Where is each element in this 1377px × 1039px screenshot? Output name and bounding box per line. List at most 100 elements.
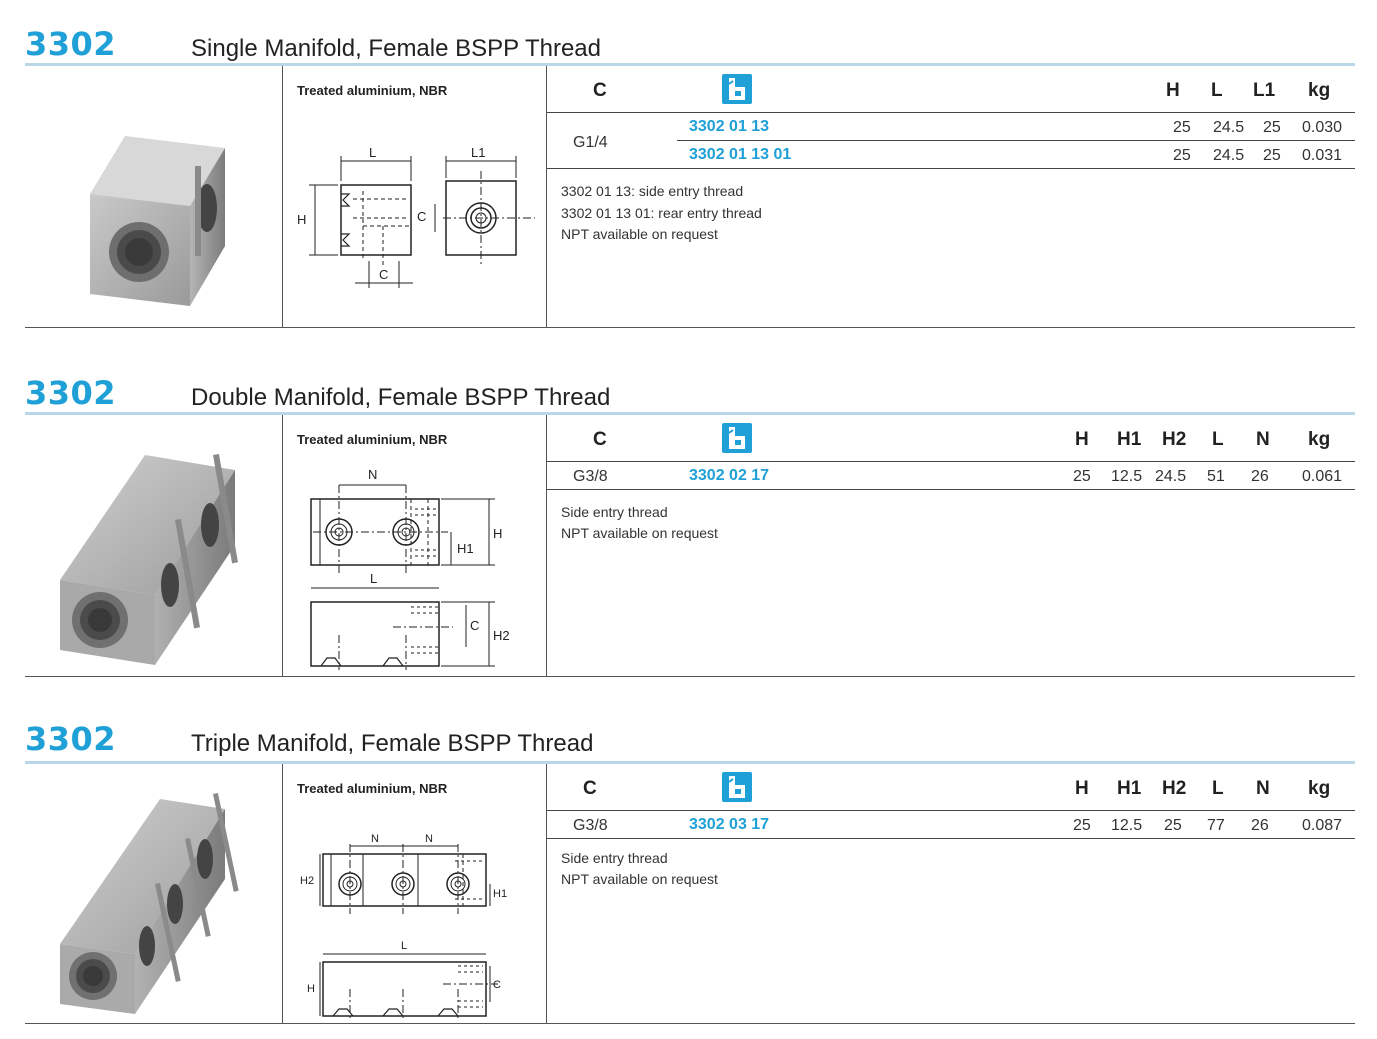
col-header-h: H <box>1075 429 1089 450</box>
dim-label-n: N <box>368 467 377 482</box>
dim-label-c: C <box>493 979 501 991</box>
section-body: Treated aluminium, NBR <box>25 415 1355 677</box>
col-header-h1: H1 <box>1117 778 1142 799</box>
spec-table: C H H1 H2 L N kg G3/8 3302 03 17 25 12.5… <box>547 764 1355 1023</box>
table-header: C H H1 H2 L N kg <box>547 764 1355 811</box>
drawing-cell: Treated aluminium, NBR <box>283 66 547 327</box>
product-title: Double Manifold, Female BSPP Thread <box>191 384 611 411</box>
cell-l: 77 <box>1207 817 1225 834</box>
col-header-c: C <box>593 80 607 101</box>
row-rule <box>547 489 1355 490</box>
section-header: 3302 Triple Manifold, Female BSPP Thread <box>25 720 1355 758</box>
section-body: Treated aluminium, NBR <box>25 66 1355 328</box>
note-line: NPT available on request <box>561 226 718 242</box>
part-number-link[interactable]: 3302 01 13 01 <box>689 146 792 163</box>
dim-label-h2: H2 <box>493 628 510 643</box>
product-photo <box>60 792 239 1014</box>
col-header-l1: L1 <box>1253 80 1276 101</box>
section-header: 3302 Single Manifold, Female BSPP Thread <box>25 25 1355 63</box>
table-header: C H H1 H2 L N kg <box>547 415 1355 462</box>
dimension-drawing: N H H1 L C H2 <box>310 467 510 670</box>
product-code: 3302 <box>25 25 117 63</box>
note-line: NPT available on request <box>561 871 718 887</box>
col-header-kg: kg <box>1308 80 1331 101</box>
dim-label-c: C <box>470 618 479 633</box>
table-row[interactable]: 3302 01 13 25 24.5 25 0.030 <box>677 113 1355 141</box>
row-rule <box>547 168 1355 169</box>
section-body: Treated aluminium, NBR <box>25 764 1355 1024</box>
part-number-link[interactable]: 3302 01 13 <box>689 118 770 135</box>
product-title: Single Manifold, Female BSPP Thread <box>191 35 602 62</box>
cell-h1: 12.5 <box>1111 468 1143 485</box>
drawing-cell: Treated aluminium, NBR <box>283 764 547 1023</box>
table-row[interactable]: 3302 01 13 01 25 24.5 25 0.031 <box>547 141 1355 169</box>
row-rule <box>547 838 1355 839</box>
table-row[interactable]: 3302 03 17 25 12.5 25 77 26 0.087 <box>547 811 1355 839</box>
dim-label-h1: H1 <box>493 888 507 900</box>
section-header: 3302 Double Manifold, Female BSPP Thread <box>25 374 1355 412</box>
thread-size: G1/4 <box>573 134 608 151</box>
cell-l: 24.5 <box>1213 119 1245 136</box>
dimension-drawing: N N H2 H1 L H C <box>300 833 507 1020</box>
cell-h: 25 <box>1173 119 1191 136</box>
table-row[interactable]: 3302 02 17 25 12.5 24.5 51 26 0.061 <box>547 462 1355 490</box>
spec-table: C H L L1 kg G1/4 3302 01 13 25 24.5 25 0… <box>547 66 1355 327</box>
product-code: 3302 <box>25 720 117 758</box>
cell-h: 25 <box>1073 817 1091 834</box>
dim-label-n: N <box>425 833 433 845</box>
dim-label-h: H <box>307 983 315 995</box>
product-photo-cell <box>25 66 283 327</box>
section-double-manifold: 3302 Double Manifold, Female BSPP Thread <box>25 374 1355 677</box>
cell-h2: 25 <box>1164 817 1182 834</box>
dim-label-h: H <box>493 526 502 541</box>
row-rule <box>677 140 1355 141</box>
thread-size: G3/8 <box>573 817 608 834</box>
cell-kg: 0.061 <box>1302 468 1343 485</box>
part-number-link[interactable]: 3302 02 17 <box>689 467 770 484</box>
section-single-manifold: 3302 Single Manifold, Female BSPP Thread <box>25 25 1355 328</box>
col-header-kg: kg <box>1308 429 1331 450</box>
material-label: Treated aluminium, NBR <box>297 83 448 98</box>
dim-label-h2: H2 <box>300 875 314 887</box>
header-rule <box>25 63 1355 66</box>
dimension-drawing: L L1 H C C <box>297 145 535 288</box>
product-code: 3302 <box>25 374 117 412</box>
col-header-h: H <box>1075 778 1089 799</box>
part-number-link[interactable]: 3302 03 17 <box>689 816 770 833</box>
col-header-h: H <box>1166 80 1180 101</box>
col-header-h2: H2 <box>1162 778 1187 799</box>
dim-label-c-bottom: C <box>379 267 388 282</box>
note-line: Side entry thread <box>561 504 668 520</box>
col-header-l: L <box>1212 778 1224 799</box>
note-line: NPT available on request <box>561 525 718 541</box>
col-header-l: L <box>1212 429 1224 450</box>
dim-label-l: L <box>369 145 376 160</box>
cell-l1: 25 <box>1263 119 1281 136</box>
spec-table: C H H1 H2 L N kg G3/8 3302 02 17 25 12.5… <box>547 415 1355 676</box>
cell-n: 26 <box>1251 817 1269 834</box>
cell-h: 25 <box>1173 147 1191 164</box>
dim-label-h1: H1 <box>457 541 474 556</box>
material-label: Treated aluminium, NBR <box>297 781 448 796</box>
note-line: Side entry thread <box>561 850 668 866</box>
note-line: 3302 01 13 01: rear entry thread <box>561 205 762 221</box>
header-rule <box>25 761 1355 764</box>
dim-label-l1: L1 <box>471 145 485 160</box>
dim-label-l: L <box>401 940 407 952</box>
product-photo <box>60 453 239 665</box>
cell-kg: 0.031 <box>1302 147 1343 164</box>
col-header-kg: kg <box>1308 778 1331 799</box>
col-header-l: L <box>1211 80 1223 101</box>
thread-size: G3/8 <box>573 468 608 485</box>
dim-label-h: H <box>297 212 306 227</box>
product-title: Triple Manifold, Female BSPP Thread <box>191 730 594 757</box>
cell-l: 51 <box>1207 468 1225 485</box>
col-header-c: C <box>593 429 607 450</box>
col-header-c: C <box>583 778 597 799</box>
cell-kg: 0.030 <box>1302 119 1343 136</box>
push-in-fitting-icon <box>722 423 752 453</box>
dim-label-c: C <box>417 209 426 224</box>
product-photo <box>90 136 225 306</box>
col-header-n: N <box>1256 429 1270 450</box>
push-in-fitting-icon <box>722 74 752 104</box>
